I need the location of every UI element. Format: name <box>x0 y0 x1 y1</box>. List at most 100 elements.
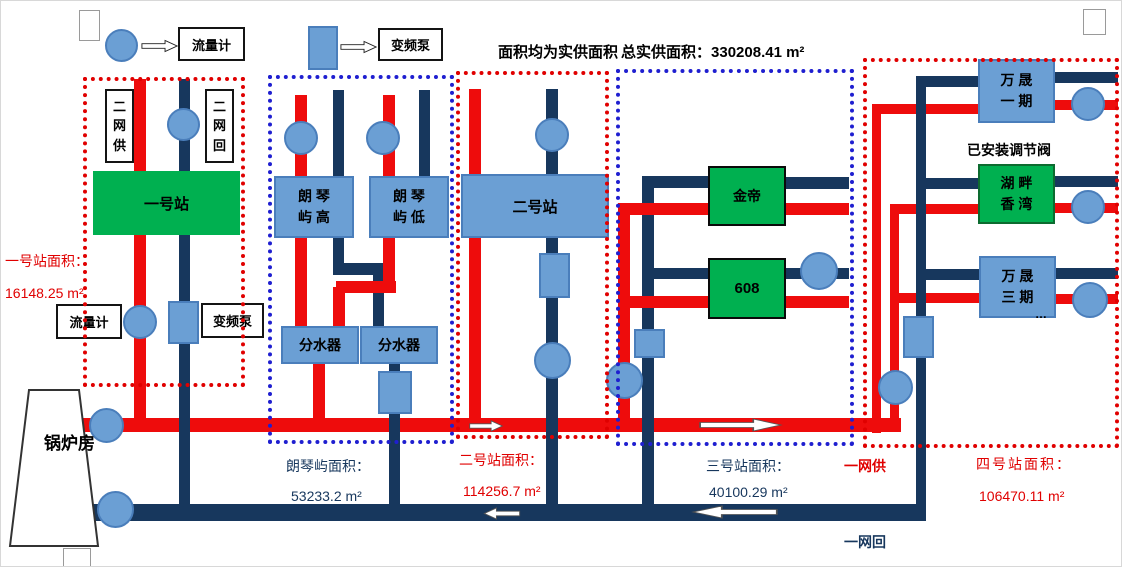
return-pipe-segment <box>652 176 708 188</box>
station1-pump-label-box: 变频泵 <box>201 303 264 338</box>
supply-pipe-segment <box>890 204 899 420</box>
flow-direction-right-arrow <box>699 418 783 432</box>
building-608-box: 608 <box>708 258 786 319</box>
water-distributor-label: 分水器 <box>299 337 341 353</box>
flow-meter-circle <box>606 362 643 399</box>
jindi-building-box: 金帝 <box>708 166 786 226</box>
return-pipe-segment <box>546 89 558 515</box>
station1-supply-label-box: 二网供 <box>105 89 134 163</box>
station4-area-label: 四号站面积： <box>976 456 1072 472</box>
langqinyu-area-label: 朗琴屿面积： <box>286 458 370 474</box>
flow-meter-circle <box>89 408 124 443</box>
supply-pipe-segment <box>872 104 881 433</box>
jindi-label: 金帝 <box>733 188 761 204</box>
station2-box: 二号站 <box>461 174 609 238</box>
flow-meter-circle <box>800 252 838 290</box>
boiler-house-label: 锅炉房 <box>44 431 95 457</box>
return-pipe-segment <box>333 90 344 176</box>
station1-name: 一号站 <box>143 195 189 213</box>
return-pipe-segment <box>916 178 978 189</box>
page-artifact <box>63 548 91 566</box>
station1-box: 一号站 <box>93 171 240 235</box>
return-pipe-segment <box>786 177 849 189</box>
boiler-house-shape <box>8 389 100 547</box>
return-pipe-segment <box>333 238 344 275</box>
pump-rect <box>168 301 199 344</box>
station1-pump-label: 变频泵 <box>212 314 252 329</box>
hupan-label: 湖 畔 香 湾 <box>1000 175 1033 212</box>
wansheng3-label: 万 晟 三 期 <box>1001 268 1034 305</box>
supply-pipe-segment <box>629 203 708 215</box>
wansheng3-building-box: 万 晟 三 期 <box>979 256 1056 318</box>
flow-meter-circle <box>878 370 913 405</box>
return-pipe-segment <box>1055 72 1118 83</box>
hupan-building-box: 湖 畔 香 湾 <box>978 164 1055 224</box>
flow-meter-circle <box>534 342 571 379</box>
valve-installed-note: 已安装调节阀 <box>967 142 1051 158</box>
page-artifact <box>1083 9 1106 35</box>
return-pipe-segment <box>179 79 190 515</box>
legend-flow-meter-label: 流量计 <box>191 37 231 53</box>
flow-direction-left-arrow <box>483 507 521 520</box>
return-pipe-segment <box>333 263 384 275</box>
page-artifact <box>79 10 100 41</box>
water-distributor-box: 分水器 <box>281 326 359 364</box>
flow-meter-circle <box>97 491 134 528</box>
title-total-label: 总实供面积： <box>621 44 712 61</box>
title-total: 总实供面积：330208.41 m² <box>621 41 804 62</box>
supply-pipe-segment <box>295 238 307 326</box>
station3-area-value: 40100.29 m² <box>709 484 788 500</box>
return-pipe-segment <box>419 90 430 176</box>
return-pipe-segment <box>916 76 926 515</box>
station2-area-value: 114256.7 m² <box>463 483 541 499</box>
flow-direction-right-arrow <box>469 420 504 432</box>
station1-area-label: 一号站面积： <box>5 253 89 269</box>
wansheng1-building-box: 万 晟 一 期 <box>978 59 1055 123</box>
wansheng1-label: 万 晟 一 期 <box>1000 72 1033 109</box>
supply-pipe-segment <box>786 296 849 308</box>
return-pipe-segment <box>916 269 979 280</box>
pump-rect <box>634 329 665 358</box>
legend-pump-label-box: 变频泵 <box>378 28 443 61</box>
return-pipe-segment <box>1056 268 1118 279</box>
return-pipe-segment <box>1055 176 1118 187</box>
flow-meter-circle <box>1072 282 1108 318</box>
supply-pipe-segment <box>890 204 978 214</box>
supply-pipe-segment <box>336 281 396 293</box>
station3-area-label: 三号站面积： <box>706 458 790 474</box>
station1-return-label: 二网回 <box>212 98 226 153</box>
station1-flow-meter-label-box: 流量计 <box>56 304 122 339</box>
supply-pipe-segment <box>333 287 345 326</box>
return-pipe-segment <box>389 364 400 515</box>
flow-direction-left-arrow <box>691 505 778 519</box>
station1-supply-label: 二网供 <box>112 98 126 153</box>
pump-rect <box>539 253 570 298</box>
water-distributor-box: 分水器 <box>360 326 438 364</box>
langqinyu-high-box: 朗 琴 屿 高 <box>274 176 354 238</box>
station1-return-label-box: 二网回 <box>205 89 234 163</box>
legend-flow-meter-label-box: 流量计 <box>178 27 245 61</box>
supply-pipe-segment <box>383 238 395 288</box>
station4-area-value: 106470.11 m² <box>979 488 1065 504</box>
right-arrow-icon <box>340 40 377 54</box>
flow-meter-legend-icon <box>105 29 138 62</box>
title-total-value: 330208.41 m² <box>711 44 805 61</box>
flow-meter-circle <box>123 305 157 339</box>
station1-flow-meter-label: 流量计 <box>69 315 109 330</box>
supply-pipe-segment <box>313 364 325 420</box>
supply-pipe-segment <box>890 293 979 303</box>
station1-area-value: 16148.25 m² <box>5 285 84 301</box>
more-buildings-ellipsis: … <box>1035 307 1047 321</box>
title-note: 面积均为实供面积 <box>498 44 619 61</box>
primary-supply-label: 一网供 <box>844 458 886 474</box>
supply-pipe-segment <box>629 296 708 308</box>
right-arrow-icon <box>141 39 178 53</box>
pump-rect <box>903 316 934 358</box>
primary-return-label: 一网回 <box>844 534 886 550</box>
flow-meter-circle <box>284 121 318 155</box>
langqinyu-low-box: 朗 琴 屿 低 <box>369 176 449 238</box>
flow-meter-circle <box>366 121 400 155</box>
flow-meter-circle <box>535 118 569 152</box>
station2-name: 二号站 <box>512 198 558 216</box>
